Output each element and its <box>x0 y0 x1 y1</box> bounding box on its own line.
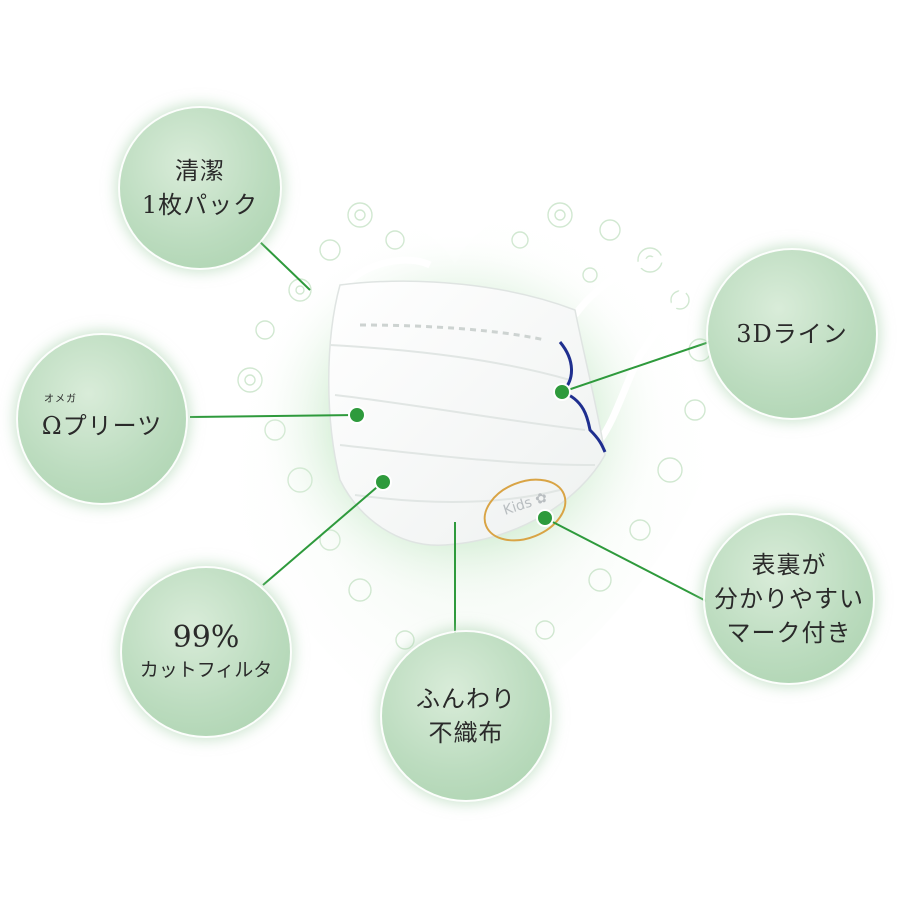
feature-mark-bubble: 表裏が 分かりやすい マーク付き <box>705 515 873 683</box>
mask-nose-stitch <box>359 323 546 342</box>
feature-pack-line2: 1枚パック <box>141 191 259 219</box>
feature-pack-line1: 清潔 <box>175 157 225 185</box>
feature-pleats-bubble: Ωプリーツ <box>18 335 186 503</box>
feature-pleats-ruby: オメガ <box>44 394 77 405</box>
connectors <box>189 239 716 635</box>
connector-dots <box>348 383 571 527</box>
feature-filter-label: カットフィルタ <box>139 659 273 681</box>
ear-loop-top <box>342 256 432 288</box>
feature-pack-bubble: 清潔 1枚パック <box>120 108 280 268</box>
mask-pleats <box>329 344 596 503</box>
feature-fabric-line2: 不織布 <box>428 719 504 747</box>
3d-line-curve <box>558 341 607 453</box>
feature-filter-bubble: 99% カットフィルタ <box>122 568 290 736</box>
feature-fabric-line1: ふんわり <box>416 685 516 713</box>
feature-mark-line3: マーク付き <box>726 619 852 647</box>
feature-filter-percent: 99% <box>172 620 240 655</box>
feature-3d-line-label: 3Dライン <box>736 320 848 348</box>
feature-pleats-label: Ωプリーツ <box>41 412 163 440</box>
feature-mark-line1: 表裏が <box>751 551 827 579</box>
mark-highlight-ring <box>483 478 567 542</box>
feature-fabric-bubble: ふんわり 不織布 <box>382 632 550 800</box>
ear-loop <box>572 254 696 443</box>
feature-3d-line-bubble: 3Dライン <box>708 250 876 418</box>
feature-mark-line2: 分かりやすい <box>714 585 864 613</box>
